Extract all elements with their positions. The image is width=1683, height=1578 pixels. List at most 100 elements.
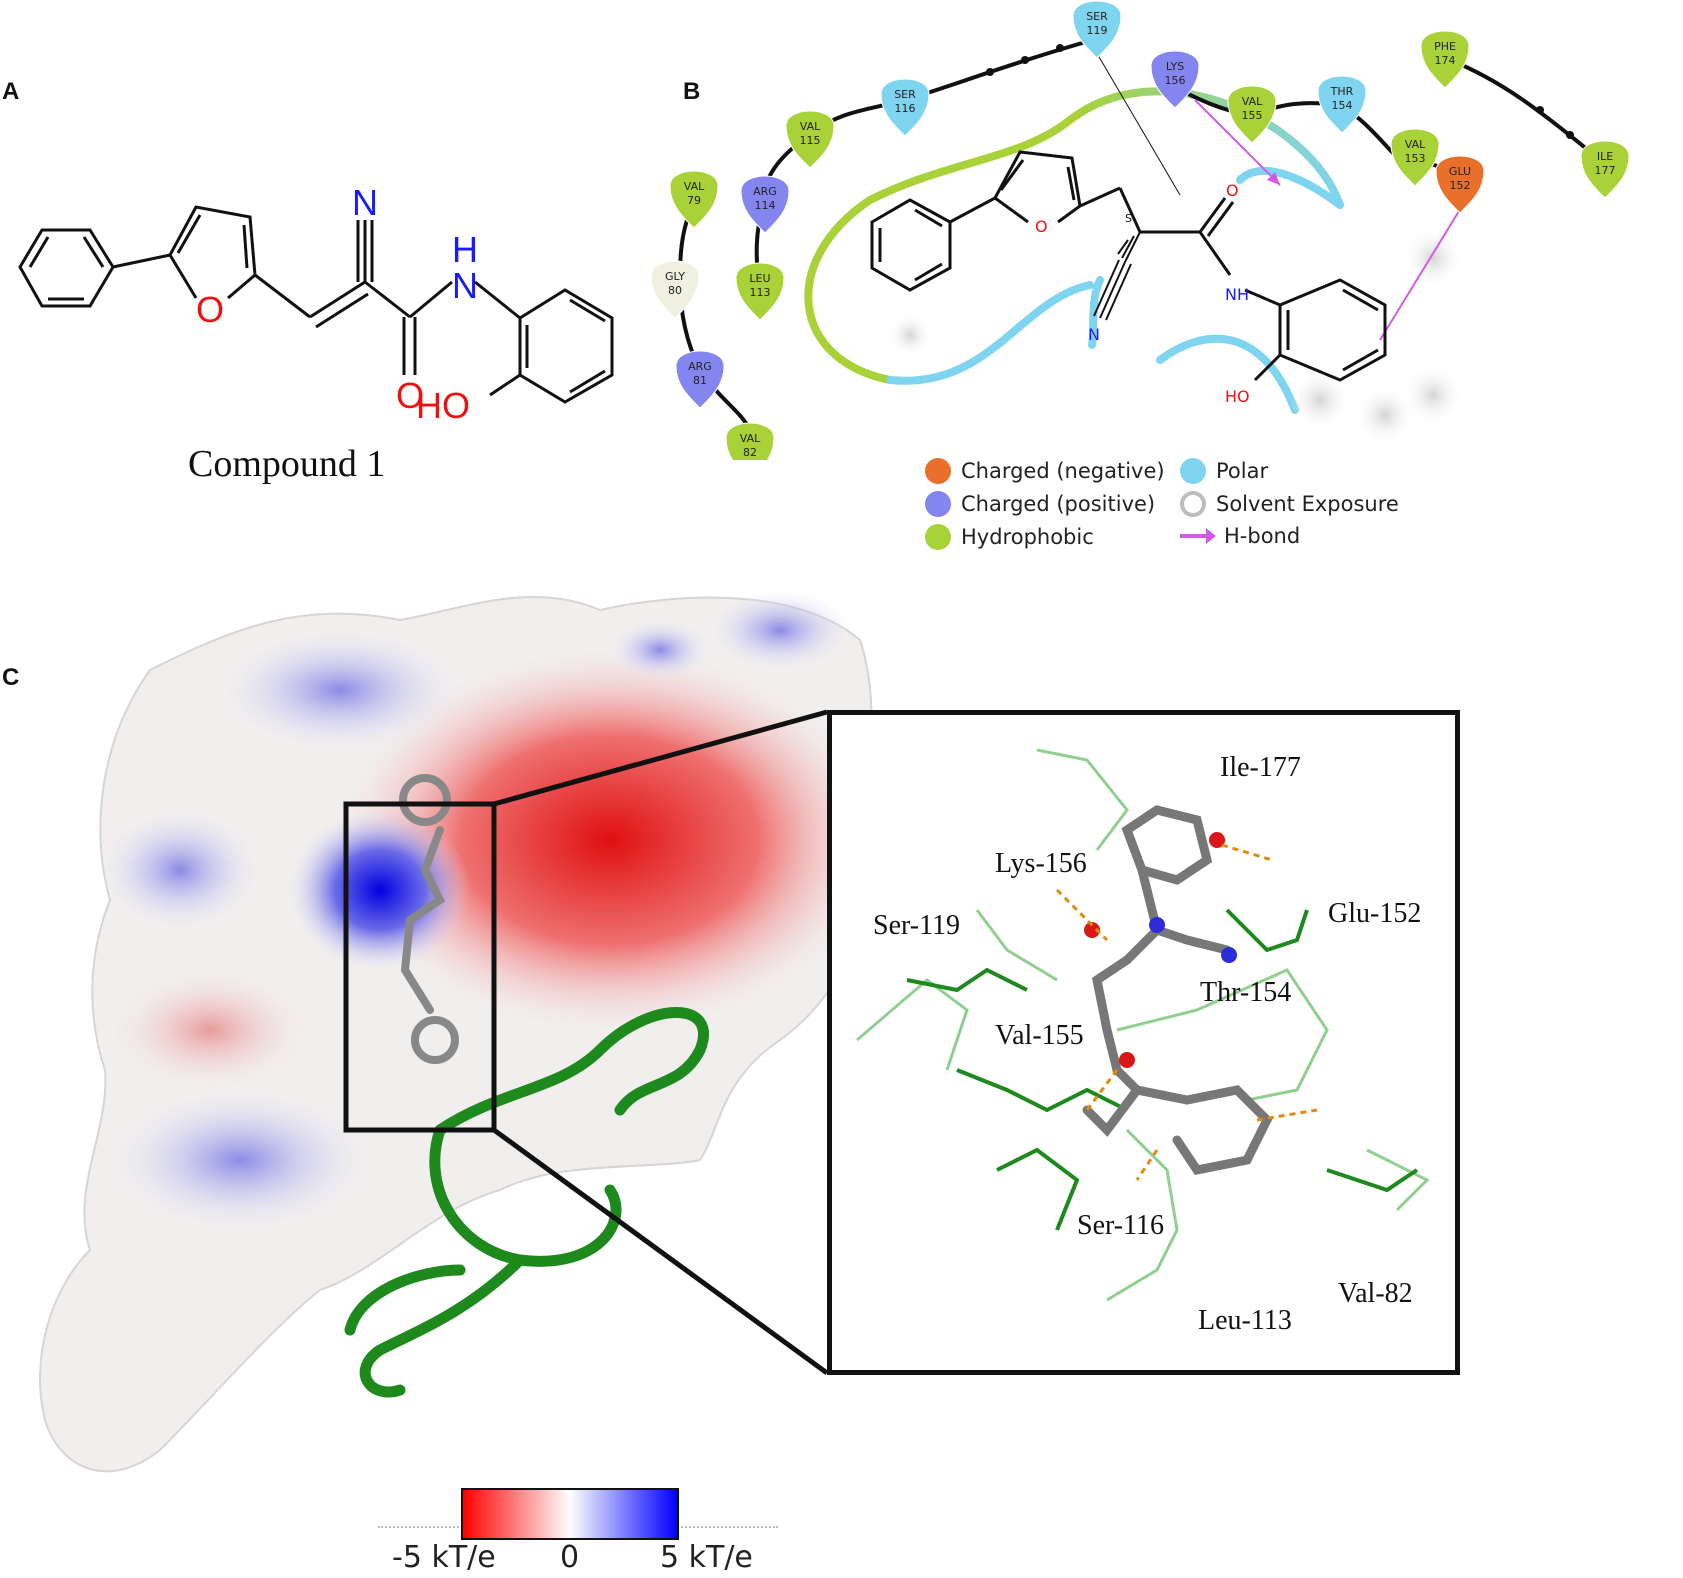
residue-number: 177 (1595, 164, 1616, 177)
hydrophobic-swatch (925, 524, 951, 550)
residue-name: VAL (1242, 95, 1263, 108)
residue-name: ARG (688, 360, 712, 373)
atom-h-amide: H (452, 229, 478, 270)
residue-name: SER (894, 88, 916, 101)
residue-badge-shape (1580, 140, 1630, 199)
residue-number: 153 (1405, 152, 1426, 165)
label-ser-116: Ser-116 (1077, 1210, 1165, 1241)
legend-hbond-label: H-bond (1224, 524, 1301, 548)
residue-number: 174 (1435, 54, 1456, 67)
legend-polar: Polar (1180, 458, 1268, 484)
ligand-atom-n-nitrile: N (1088, 325, 1100, 344)
atom-o-furan: O (196, 289, 224, 330)
label-leu-113: Leu-113 (1198, 1305, 1292, 1336)
residue-name: VAL (800, 120, 821, 133)
ligand-atom-o-carbonyl: O (1226, 181, 1239, 200)
positive-swatch (925, 491, 951, 517)
residue-number: 116 (895, 102, 916, 115)
label-lys-156: Lys-156 (995, 848, 1087, 879)
residue-badge-shape (880, 78, 930, 137)
residue-number: 155 (1242, 109, 1263, 122)
label-thr-154: Thr-154 (1200, 977, 1292, 1008)
residue-badge-shape (740, 175, 790, 234)
residue-name: ILE (1597, 150, 1613, 163)
residue-badge-shape (675, 350, 725, 409)
panel-b-letter: B (683, 78, 701, 105)
ligand-atom-o-furan: O (1035, 217, 1048, 236)
interaction-map: O O N NH HO S SER119SER116VAL115ARG114LE… (650, 0, 1630, 460)
panel-c-letter: C (2, 664, 20, 691)
residue-name: VAL (684, 180, 705, 193)
polar-swatch (1180, 458, 1206, 484)
phenyl-ring-a (18, 228, 115, 308)
negative-swatch (925, 458, 951, 484)
residue-name: GLU (1449, 165, 1471, 178)
residue-number: 156 (1165, 74, 1186, 87)
residue-number: 115 (800, 134, 821, 147)
residue-badge-shape (1150, 50, 1200, 109)
residue-number: 152 (1450, 179, 1471, 192)
legend-polar-label: Polar (1216, 459, 1269, 483)
atom-o-carbonyl: O (396, 375, 424, 416)
atom-n-amide: N (452, 265, 478, 306)
residue-badge-shape (1072, 0, 1122, 59)
residue-badge-shape (725, 422, 775, 460)
residue-name: ARG (753, 185, 777, 198)
residue-number: 82 (743, 446, 757, 459)
legend-solvent: Solvent Exposure (1180, 491, 1399, 517)
hbond-arrow-icon (1180, 528, 1216, 544)
label-val-82: Val-82 (1338, 1278, 1413, 1309)
compound-caption: Compound 1 (188, 443, 386, 485)
residue-number: 81 (693, 374, 707, 387)
residue-badge-shape (1420, 30, 1470, 89)
residue-badge-shape (785, 110, 835, 169)
residue-number: 80 (668, 284, 682, 297)
label-ile-177: Ile-177 (1220, 752, 1301, 783)
residue-name: GLY (665, 270, 685, 283)
residue-badge-shape (650, 260, 700, 319)
residue-number: 119 (1087, 24, 1108, 37)
ligand-stereo-s: S (1125, 212, 1132, 225)
colorbar-max-label: 5 kT/e (660, 1540, 753, 1575)
atom-n-nitrile: N (352, 182, 378, 223)
legend-hydrophobic: Hydrophobic (925, 524, 1094, 550)
label-val-155: Val-155 (995, 1020, 1084, 1051)
label-glu-152: Glu-152 (1328, 898, 1422, 929)
residue-number: 114 (755, 199, 776, 212)
electrostatic-colorbar (461, 1488, 679, 1540)
compound-structure: N N H O O HO (18, 182, 614, 426)
legend-negative-label: Charged (negative) (961, 459, 1165, 483)
atom-ho: HO (416, 385, 470, 426)
residue-name: PHE (1434, 40, 1456, 53)
legend-hydrophobic-label: Hydrophobic (961, 525, 1094, 549)
ligand-atom-ho: HO (1225, 387, 1250, 406)
residue-number: 79 (687, 194, 701, 207)
residue-badge-shape (1390, 128, 1440, 187)
residue-number: 154 (1332, 99, 1353, 112)
residue-name: VAL (740, 432, 761, 445)
label-ser-119: Ser-119 (873, 910, 961, 941)
residue-badge-shape (1435, 155, 1485, 214)
residue-name: VAL (1405, 138, 1426, 151)
residue-badge-shape (1227, 85, 1277, 144)
residue-badge-shape (1317, 75, 1367, 134)
ligand-atom-nh: NH (1225, 285, 1249, 304)
solvent-swatch (1180, 491, 1206, 517)
legend-solvent-label: Solvent Exposure (1216, 492, 1399, 516)
colorbar-min-label: -5 kT/e (392, 1540, 496, 1575)
legend-negative: Charged (negative) (925, 458, 1165, 484)
